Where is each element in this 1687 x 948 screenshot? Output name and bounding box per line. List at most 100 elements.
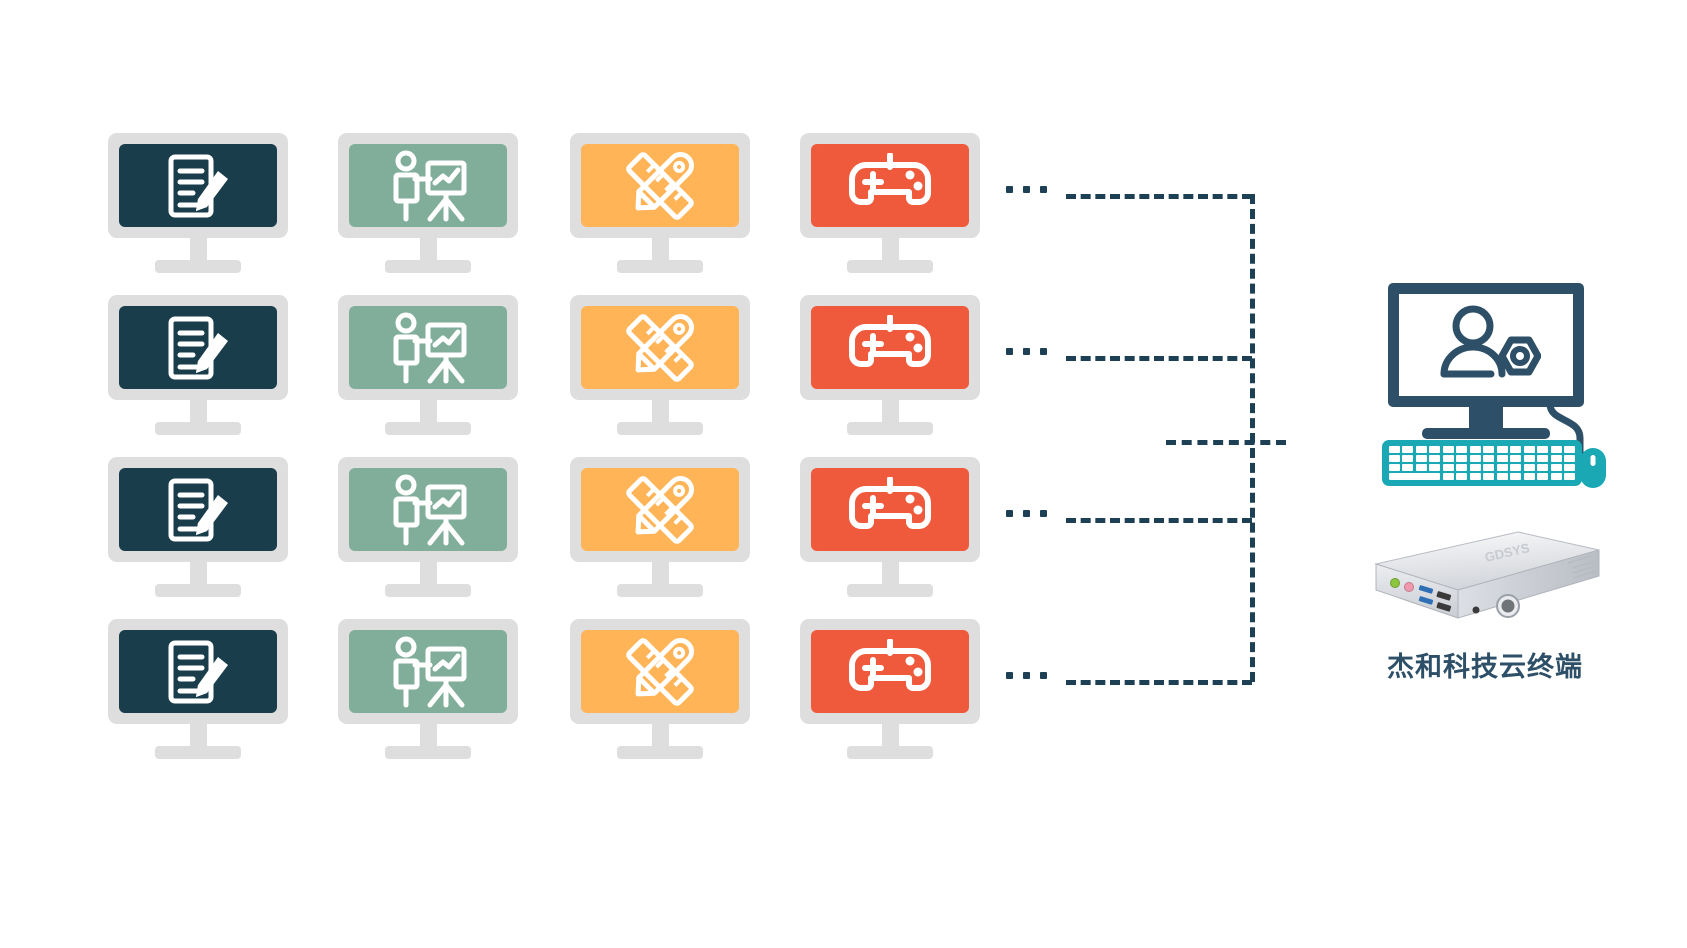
keyboard-key <box>1415 464 1427 471</box>
client-monitor-training[interactable] <box>338 133 518 273</box>
client-monitor-design[interactable] <box>570 133 750 273</box>
client-monitor-screen <box>119 144 277 227</box>
cloud-terminal-caption: 杰和科技云终端 <box>1387 652 1583 682</box>
client-monitor-bezel <box>338 457 518 562</box>
admin-monitor-neck <box>1469 407 1503 428</box>
keyboard-key <box>1483 473 1495 480</box>
gamepad-icon <box>848 638 932 705</box>
pencil-ruler-icon <box>621 149 699 223</box>
keyboard-key <box>1564 455 1575 462</box>
client-monitor-neck <box>189 562 207 584</box>
presenter-chart-easel-icon <box>388 149 468 223</box>
client-monitor-office[interactable] <box>108 295 288 435</box>
keyboard-key <box>1389 464 1400 471</box>
client-monitor-base <box>385 260 471 273</box>
keyboard-key <box>1456 464 1468 471</box>
keyboard[interactable] <box>1382 440 1582 486</box>
client-monitor-bezel <box>108 619 288 724</box>
client-monitor-neck <box>881 562 899 584</box>
client-monitor-bezel <box>108 295 288 400</box>
client-monitor-design[interactable] <box>570 457 750 597</box>
admin-monitor-base <box>1422 428 1550 439</box>
keyboard-key <box>1510 473 1522 480</box>
pencil-ruler-icon <box>621 473 699 547</box>
keyboard-key <box>1483 464 1495 471</box>
client-monitor-training[interactable] <box>338 457 518 597</box>
continuation-ellipsis-row-1 <box>1006 186 1047 193</box>
continuation-ellipsis-row-2 <box>1006 348 1047 355</box>
client-monitor-screen <box>119 306 277 389</box>
keyboard-key <box>1469 473 1481 480</box>
client-monitor-base <box>155 584 241 597</box>
keyboard-key <box>1442 464 1454 471</box>
keyboard-spacebar <box>1389 473 1441 480</box>
keyboard-key <box>1537 464 1549 471</box>
client-monitor-gaming[interactable] <box>800 619 980 759</box>
client-monitor-base <box>155 422 241 435</box>
continuation-ellipsis-row-3 <box>1006 510 1047 517</box>
keyboard-key <box>1496 446 1508 453</box>
client-monitor-screen <box>581 306 739 389</box>
presenter-chart-easel-icon <box>388 635 468 709</box>
keyboard-key <box>1456 455 1468 462</box>
client-monitor-bezel <box>570 619 750 724</box>
keyboard-key <box>1510 446 1522 453</box>
client-monitor-neck <box>419 562 437 584</box>
client-monitor-gaming[interactable] <box>800 133 980 273</box>
client-monitor-office[interactable] <box>108 457 288 597</box>
client-monitor-neck <box>651 562 669 584</box>
client-monitor-gaming[interactable] <box>800 457 980 597</box>
client-monitor-gaming[interactable] <box>800 295 980 435</box>
client-monitor-bezel <box>800 295 980 400</box>
client-monitor-neck <box>651 724 669 746</box>
client-monitor-base <box>385 746 471 759</box>
client-monitor-office[interactable] <box>108 133 288 273</box>
client-monitor-base <box>617 746 703 759</box>
keyboard-key <box>1415 446 1427 453</box>
client-monitor-base <box>617 260 703 273</box>
client-monitor-office[interactable] <box>108 619 288 759</box>
keyboard-key <box>1537 473 1549 480</box>
keyboard-key <box>1469 446 1481 453</box>
client-monitor-neck <box>189 400 207 422</box>
gamepad-icon <box>848 314 932 381</box>
keyboard-key <box>1442 446 1454 453</box>
mouse[interactable] <box>1580 448 1606 488</box>
keyboard-key <box>1469 464 1481 471</box>
keyboard-key <box>1564 473 1575 480</box>
connector-branch-row-3 <box>1066 518 1252 523</box>
client-monitor-screen <box>581 144 739 227</box>
client-monitor-bezel <box>800 133 980 238</box>
client-monitor-neck <box>189 724 207 746</box>
client-monitor-bezel <box>108 457 288 562</box>
client-monitor-screen <box>349 630 507 713</box>
client-monitor-design[interactable] <box>570 619 750 759</box>
connector-to-server <box>1166 440 1286 445</box>
client-monitor-screen <box>581 468 739 551</box>
continuation-ellipsis-row-4 <box>1006 672 1047 679</box>
keyboard-key <box>1510 455 1522 462</box>
client-monitor-base <box>847 260 933 273</box>
client-monitor-base <box>155 260 241 273</box>
client-monitor-base <box>847 746 933 759</box>
keyboard-key <box>1550 455 1562 462</box>
client-monitor-training[interactable] <box>338 295 518 435</box>
client-monitor-neck <box>881 238 899 260</box>
keyboard-key <box>1429 464 1441 471</box>
client-monitor-screen <box>119 630 277 713</box>
client-monitor-design[interactable] <box>570 295 750 435</box>
client-monitor-training[interactable] <box>338 619 518 759</box>
keyboard-key <box>1550 446 1562 453</box>
keyboard-key <box>1469 455 1481 462</box>
keyboard-key <box>1389 455 1400 462</box>
client-monitor-bezel <box>338 619 518 724</box>
keyboard-key <box>1496 464 1508 471</box>
client-monitor-bezel <box>338 133 518 238</box>
connector-branch-row-4 <box>1066 680 1252 685</box>
client-monitor-screen <box>581 630 739 713</box>
keyboard-key <box>1442 473 1454 480</box>
keyboard-key <box>1429 446 1441 453</box>
client-monitor-bezel <box>570 457 750 562</box>
connector-branch-row-1 <box>1066 194 1252 199</box>
